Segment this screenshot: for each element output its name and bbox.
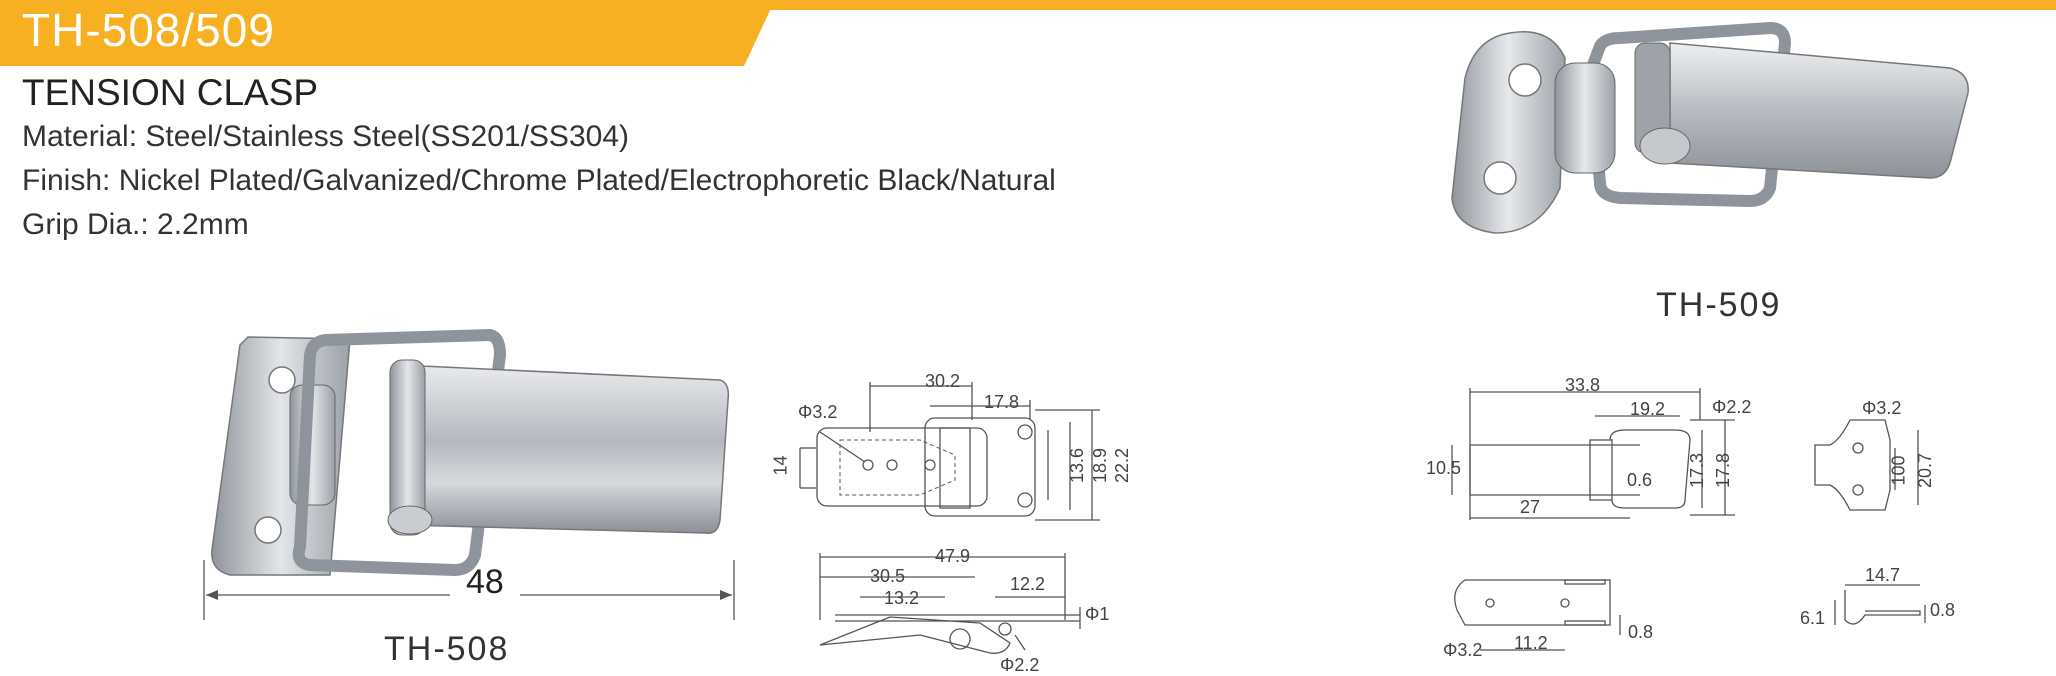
th508-dim-17-8: 17.8	[984, 392, 1020, 412]
th509-hook-drawing	[1834, 584, 1926, 625]
th509-dim-27: 27	[1520, 497, 1541, 517]
th508-dim-phi2-2: Φ2.2	[1000, 655, 1040, 675]
th509-dim-19-2: 19.2	[1630, 399, 1666, 419]
th508-dim-30-2: 30.2	[925, 371, 961, 391]
th509-caption: TH-509	[1656, 286, 1782, 324]
th509-dim-33-8: 33.8	[1565, 375, 1601, 395]
th508-dim-phi1: Φ1	[1085, 604, 1110, 624]
th508-side-view-drawing	[819, 553, 1081, 654]
th508-caption: TH-508	[384, 630, 510, 668]
spec-grip: Grip Dia.: 2.2mm	[22, 208, 249, 241]
th509-top-view-drawing	[1451, 388, 1735, 520]
product-type: TENSION CLASP	[22, 72, 319, 113]
th508-hole-label: Φ3.2	[798, 402, 838, 422]
th509-product-photo	[1451, 21, 1969, 234]
spec-finish: Finish: Nickel Plated/Galvanized/Chrome …	[22, 164, 1056, 197]
th508-dim-18-9: 18.9	[1090, 447, 1111, 484]
th508-dim-47-9: 47.9	[935, 546, 971, 566]
th508-dim-22-2: 22.2	[1112, 447, 1133, 484]
th509-plate-drawing	[1814, 419, 1919, 511]
page-title: TH-508/509	[22, 4, 275, 56]
th508-dim-30-5: 30.5	[870, 566, 906, 586]
th509-plate-dim-100: 100	[1888, 455, 1909, 486]
th508-dim-14: 14	[770, 455, 791, 476]
th509-side-view-drawing	[1454, 579, 1621, 651]
th509-hook-dim-0-8: 0.8	[1930, 600, 1956, 620]
top-accent-bar	[0, 0, 2056, 10]
th508-length-dimension	[203, 560, 735, 620]
th509-side-dim-0-8: 0.8	[1628, 622, 1654, 642]
header-tab	[0, 0, 775, 66]
th508-length-label: 48	[466, 563, 504, 601]
th509-hook-dim-6-1: 6.1	[1800, 608, 1826, 628]
th509-dim-17-3: 17.3	[1687, 452, 1708, 489]
th509-dim-10-5: 10.5	[1426, 458, 1462, 478]
th508-dim-13-2: 13.2	[884, 588, 920, 608]
th509-side-dim-11-2: 11.2	[1514, 633, 1548, 653]
th508-dim-13-6: 13.6	[1067, 447, 1088, 484]
th508-top-view-drawing	[799, 382, 1100, 521]
th509-grip-label: Φ2.2	[1712, 397, 1752, 417]
th509-plate-hole-label: Φ3.2	[1862, 398, 1902, 418]
th508-product-photo	[211, 328, 730, 577]
th509-side-hole-label: Φ3.2	[1443, 640, 1483, 660]
th509-plate-dim-20-7: 20.7	[1915, 452, 1936, 489]
spec-material: Material: Steel/Stainless Steel(SS201/SS…	[22, 120, 629, 153]
th509-dim-17-8: 17.8	[1713, 452, 1734, 489]
th509-hook-dim-14-7: 14.7	[1865, 565, 1901, 585]
th509-dim-0-6: 0.6	[1627, 470, 1653, 490]
th508-dim-12-2: 12.2	[1010, 574, 1046, 594]
